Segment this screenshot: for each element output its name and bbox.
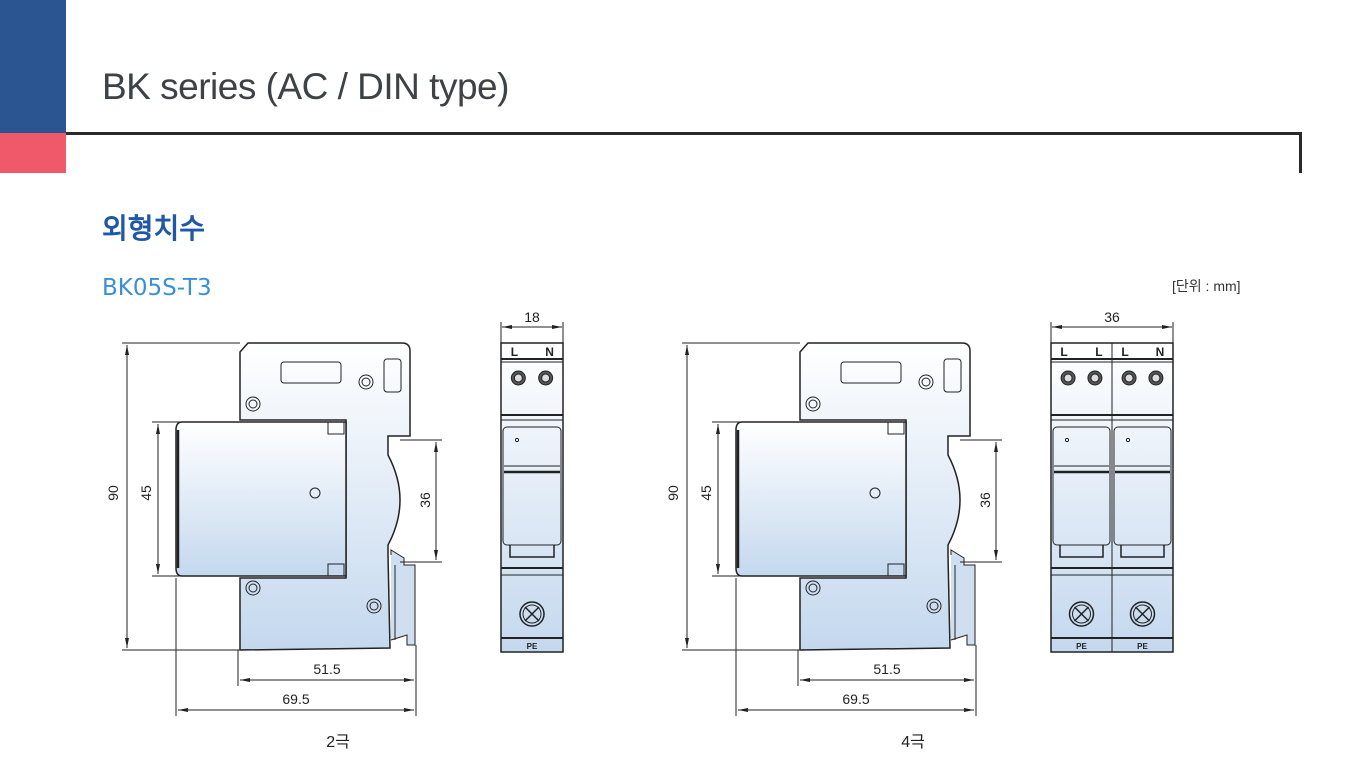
dim-cover-label: 45 xyxy=(698,485,714,501)
screw-slot xyxy=(524,606,540,622)
side-view-outline xyxy=(734,341,977,652)
pole-label: N xyxy=(545,345,554,359)
unit-label: [단위 : mm] xyxy=(1172,278,1241,294)
side-view-2: 90 45 36 51.569.5 4극 xyxy=(665,341,1002,751)
pe-screw-icon xyxy=(522,604,542,624)
page-title: BK series (AC / DIN type) xyxy=(102,66,509,107)
terminal-screw-icon xyxy=(1151,373,1161,383)
pole-label: L xyxy=(1095,345,1102,359)
module-tab xyxy=(1120,545,1165,558)
pe-label: PE xyxy=(1137,642,1148,651)
dim-cover-label: 45 xyxy=(138,485,154,501)
side-view-outline xyxy=(174,341,417,652)
module-window xyxy=(1052,426,1111,546)
module-window xyxy=(1113,426,1172,546)
section-title: 외형치수 xyxy=(102,212,206,245)
terminal-screw-icon xyxy=(541,373,551,383)
dim-din-label: 36 xyxy=(417,492,433,508)
module-tab xyxy=(509,545,555,558)
accent-bar xyxy=(0,133,66,173)
side-view-1: 90 45 36 51.569.5 2극 xyxy=(105,341,442,751)
dim-din-label: 36 xyxy=(977,492,993,508)
module-window xyxy=(502,426,562,546)
pe-screw-icon xyxy=(1072,604,1091,624)
pe-screw-icon xyxy=(519,601,545,627)
dim-depth-total-label: 69.5 xyxy=(282,691,309,707)
pole-label: L xyxy=(511,345,518,359)
indicator-dot xyxy=(1125,437,1131,443)
drawing-caption: 2극 xyxy=(326,734,350,751)
terminal-screw-icon xyxy=(513,373,523,383)
model-name: BK05S-T3 xyxy=(102,275,212,301)
terminal-screw-icon xyxy=(1063,373,1073,383)
module-tab xyxy=(1059,545,1104,558)
header-divider xyxy=(66,132,1301,135)
dim-depth-total-label: 69.5 xyxy=(842,691,869,707)
dim-height-label: 90 xyxy=(105,485,121,501)
pole-label: L xyxy=(1121,345,1128,359)
dim-width-label: 36 xyxy=(1104,309,1120,325)
pe-label: PE xyxy=(527,642,538,651)
indicator-dot xyxy=(1064,437,1070,443)
dim-depth-body-label: 51.5 xyxy=(873,661,900,677)
header-divider-tick xyxy=(1299,132,1302,173)
pe-screw-icon xyxy=(1068,601,1095,627)
pole-label: L xyxy=(1060,345,1067,359)
pe-screw-icon xyxy=(1129,601,1156,627)
drawing-caption: 4극 xyxy=(901,734,925,751)
pe-screw-icon xyxy=(1133,604,1152,624)
brand-bar xyxy=(0,0,66,133)
dim-width-label: 18 xyxy=(524,309,540,325)
front-body xyxy=(500,342,564,653)
terminal-screw-icon xyxy=(1090,373,1100,383)
terminal-screw-icon xyxy=(1124,373,1134,383)
dim-depth-body-label: 51.5 xyxy=(313,661,340,677)
indicator-dot xyxy=(514,437,520,443)
screw-slot xyxy=(1134,606,1151,622)
pole-label: N xyxy=(1156,345,1165,359)
pe-label: PE xyxy=(1076,642,1087,651)
screw-slot xyxy=(1073,606,1090,622)
dim-height-label: 90 xyxy=(665,485,681,501)
